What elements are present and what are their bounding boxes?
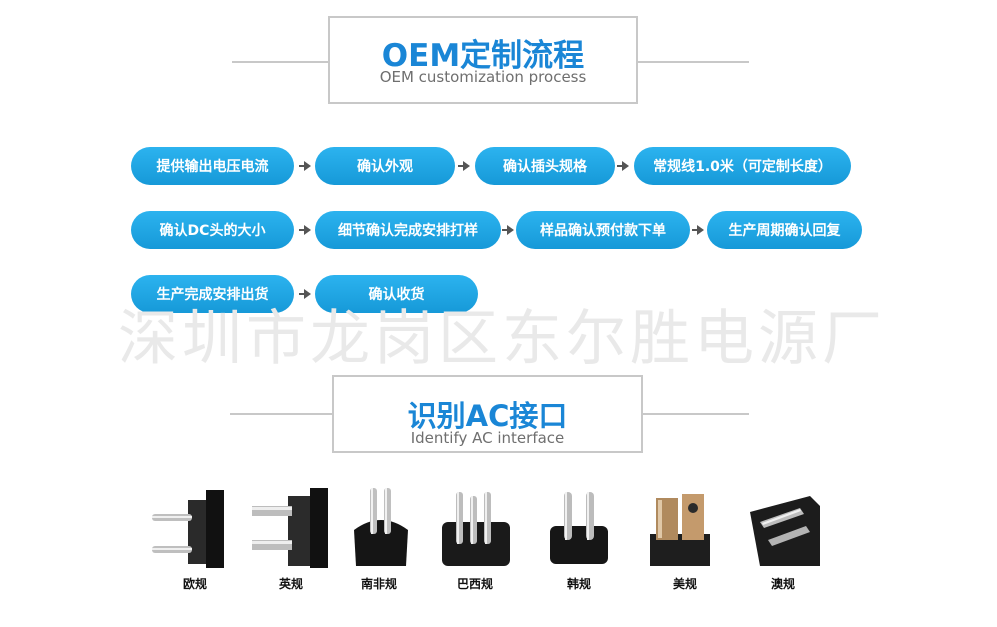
oem-subtitle: OEM customization process bbox=[379, 68, 587, 86]
ac-header: 识别AC接口 Identify AC interface bbox=[332, 375, 643, 453]
process-step-8: 生产周期确认回复 bbox=[707, 211, 862, 249]
plug-label-us: 美规 bbox=[672, 577, 697, 591]
plug-label-brazil: 巴西规 bbox=[456, 577, 493, 591]
arrow-icon bbox=[299, 225, 311, 235]
oem-header: OEM定制流程 OEM customization process bbox=[328, 16, 638, 104]
process-step-4: 常规线1.0米（可定制长度） bbox=[634, 147, 851, 185]
au-plug-icon bbox=[750, 496, 820, 566]
process-step-3: 确认插头规格 bbox=[475, 147, 615, 185]
process-step-5: 确认DC头的大小 bbox=[131, 211, 294, 249]
south-africa-plug-icon bbox=[354, 488, 408, 566]
plug-label-eu: 欧规 bbox=[182, 577, 207, 591]
process-step-6: 细节确认完成安排打样 bbox=[315, 211, 501, 249]
process-step-7: 样品确认预付款下单 bbox=[516, 211, 690, 249]
process-step-10: 确认收货 bbox=[315, 275, 478, 313]
uk-plug-icon bbox=[252, 488, 328, 568]
process-step-1: 提供输出电压电流 bbox=[131, 147, 294, 185]
arrow-icon bbox=[299, 161, 311, 171]
brazil-plug-icon bbox=[442, 492, 510, 566]
ac-header-left-line bbox=[230, 413, 334, 415]
plug-label-au: 澳规 bbox=[770, 577, 795, 591]
us-plug-icon bbox=[650, 494, 710, 566]
oem-header-right-line bbox=[636, 61, 749, 63]
company-watermark: 深圳市龙岗区东尔胜电源厂 bbox=[118, 304, 886, 374]
arrow-icon bbox=[502, 225, 514, 235]
arrow-icon bbox=[458, 161, 470, 171]
plug-label-uk: 英规 bbox=[278, 577, 303, 591]
ac-title: 识别AC接口 bbox=[407, 399, 568, 433]
process-step-2: 确认外观 bbox=[315, 147, 455, 185]
arrow-icon bbox=[299, 289, 311, 299]
oem-header-left-line bbox=[232, 61, 330, 63]
plug-label-korea: 韩规 bbox=[566, 577, 591, 591]
korea-plug-icon bbox=[550, 492, 608, 564]
arrow-icon bbox=[692, 225, 704, 235]
arrow-icon bbox=[617, 161, 629, 171]
oem-title: OEM定制流程 bbox=[381, 38, 585, 74]
plug-label-south-africa: 南非规 bbox=[360, 577, 397, 591]
process-step-9: 生产完成安排出货 bbox=[131, 275, 294, 313]
eu-plug-icon bbox=[152, 490, 224, 568]
ac-header-right-line bbox=[641, 413, 749, 415]
ac-subtitle: Identify AC interface bbox=[410, 429, 565, 447]
